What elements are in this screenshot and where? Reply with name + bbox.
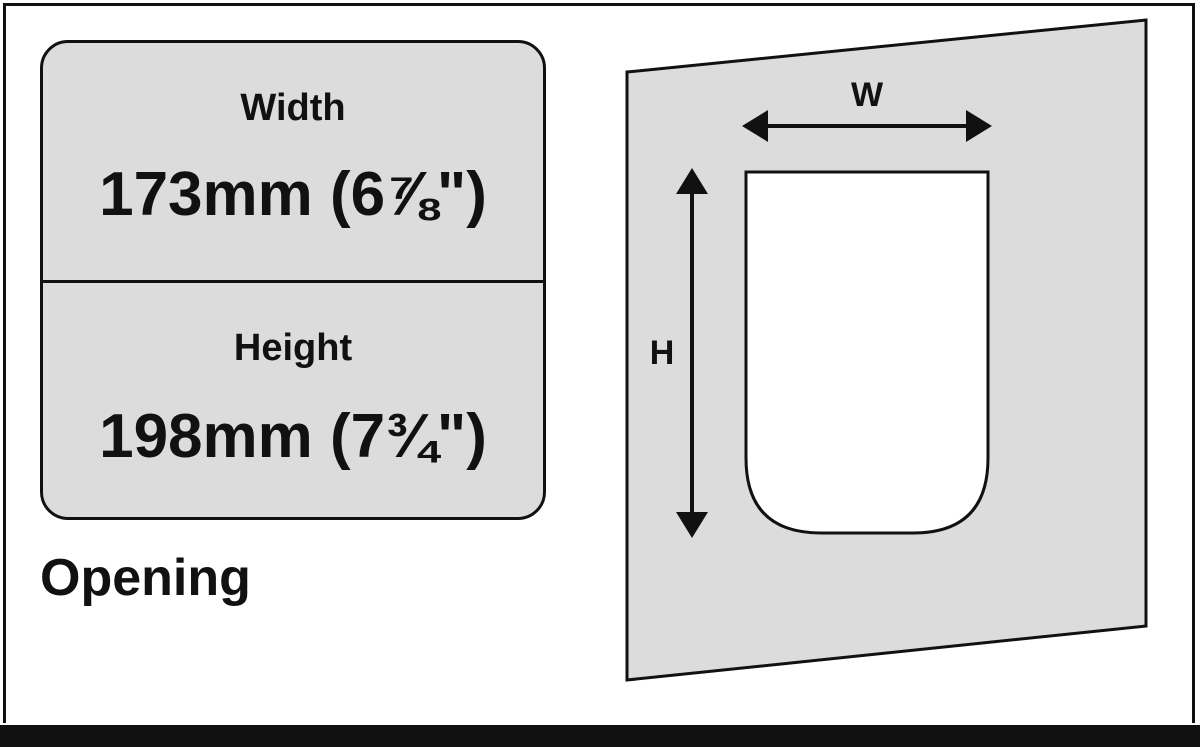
width-section: Width 173mm (6⅞") (43, 43, 543, 283)
dimensions-divider (43, 280, 543, 283)
width-marker: W (851, 76, 884, 114)
width-label: Width (240, 87, 346, 129)
width-arrow (742, 110, 992, 142)
height-section: Height 198mm (7¾") (43, 283, 543, 517)
base-bar (0, 725, 1200, 747)
height-marker: H (650, 334, 675, 372)
height-label: Height (233, 327, 353, 369)
opening-cutout (744, 170, 990, 535)
opening-title: Opening (40, 549, 251, 607)
dimensions-card: Width 173mm (6⅞") Height 198mm (7¾") (40, 40, 546, 520)
width-value: 173mm (6⅞") (99, 160, 487, 229)
height-arrow (676, 168, 708, 538)
height-value: 198mm (7¾") (99, 402, 487, 471)
outer-frame (3, 3, 1195, 723)
